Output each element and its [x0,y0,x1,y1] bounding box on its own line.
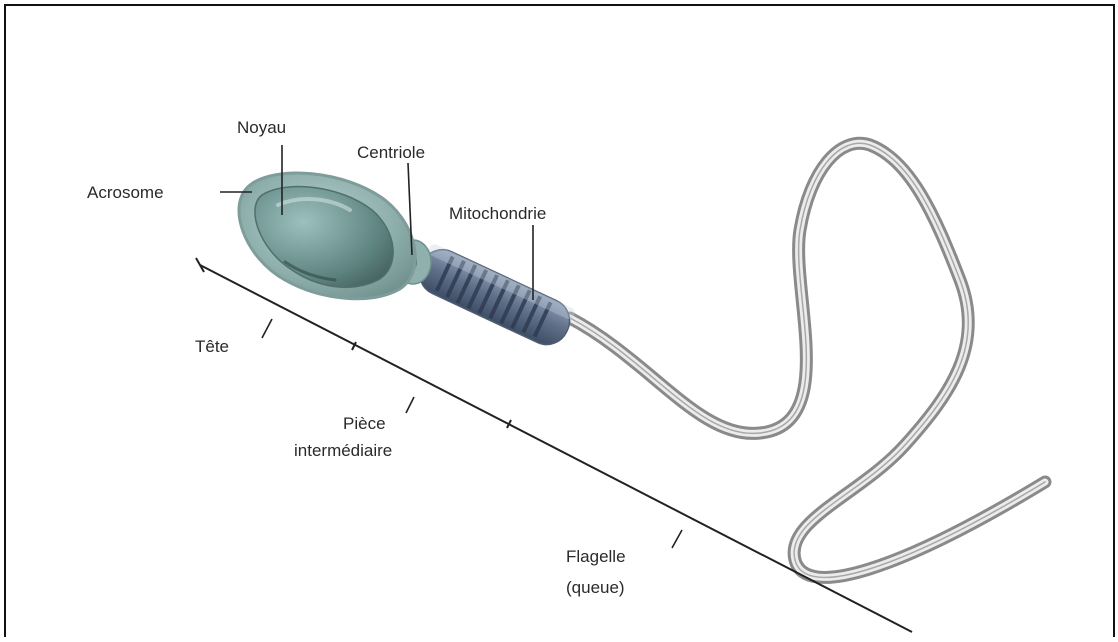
label-piece-line1: Pièce [343,414,386,433]
sperm-head [239,173,415,299]
label-flagelle-line1: Flagelle [566,547,626,566]
label-mitochondrie: Mitochondrie [449,204,546,223]
label-piece-line2: intermédiaire [294,441,392,460]
leader-flagelle [672,530,682,548]
label-acrosome: Acrosome [87,183,164,202]
leader-tete [262,319,272,338]
midpiece [412,242,576,351]
leader-piece [406,397,414,413]
label-tete: Tête [195,337,229,356]
tick-start [196,258,204,272]
label-centriole: Centriole [357,143,425,162]
label-flagelle-line2: (queue) [566,578,625,597]
flagellum [570,143,1045,577]
label-noyau: Noyau [237,118,286,137]
